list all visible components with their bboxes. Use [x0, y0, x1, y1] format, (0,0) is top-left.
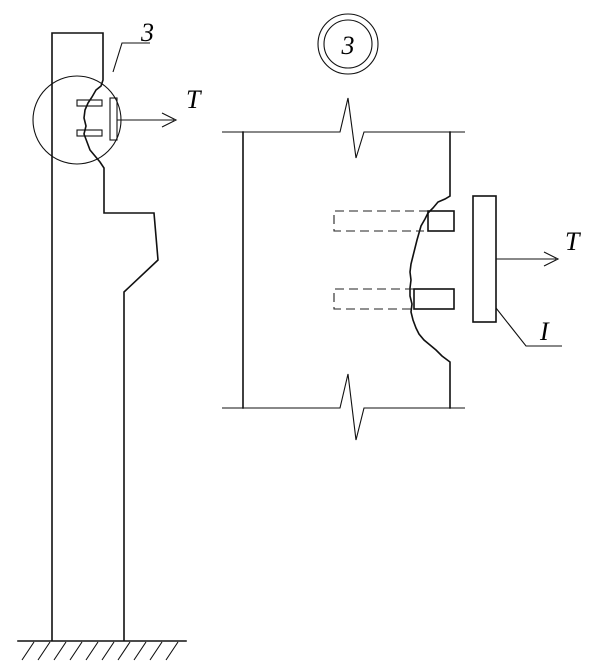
plate-marker-label: I: [539, 317, 550, 346]
anchor-lower: [76, 129, 103, 137]
top-break-line: [222, 97, 465, 159]
detail-view: [222, 97, 562, 441]
detail-title-marker: [317, 13, 379, 75]
plate-leader: [495, 307, 562, 347]
force-arrow-left-head: [161, 112, 178, 128]
bottom-break-line: [222, 373, 465, 441]
anchor-lower-detail: [333, 288, 455, 310]
detail-title-label: 3: [341, 31, 355, 60]
anchor-upper-detail: [333, 210, 455, 232]
plate-small: [109, 97, 118, 141]
column-outline: [51, 32, 159, 641]
anchor-upper: [76, 99, 103, 107]
force-arrow-right-head: [543, 251, 560, 267]
detail-right-edge-fracture: [409, 131, 451, 409]
ground-hatching: [21, 641, 179, 661]
force-label-right: T: [565, 227, 581, 256]
plate-detail: [472, 195, 497, 323]
column-elevation: [17, 32, 187, 661]
detail-callout-label: 3: [140, 18, 154, 47]
callout-leader: [112, 42, 150, 73]
force-label-left: T: [186, 85, 202, 114]
detail-circle: [32, 75, 122, 165]
